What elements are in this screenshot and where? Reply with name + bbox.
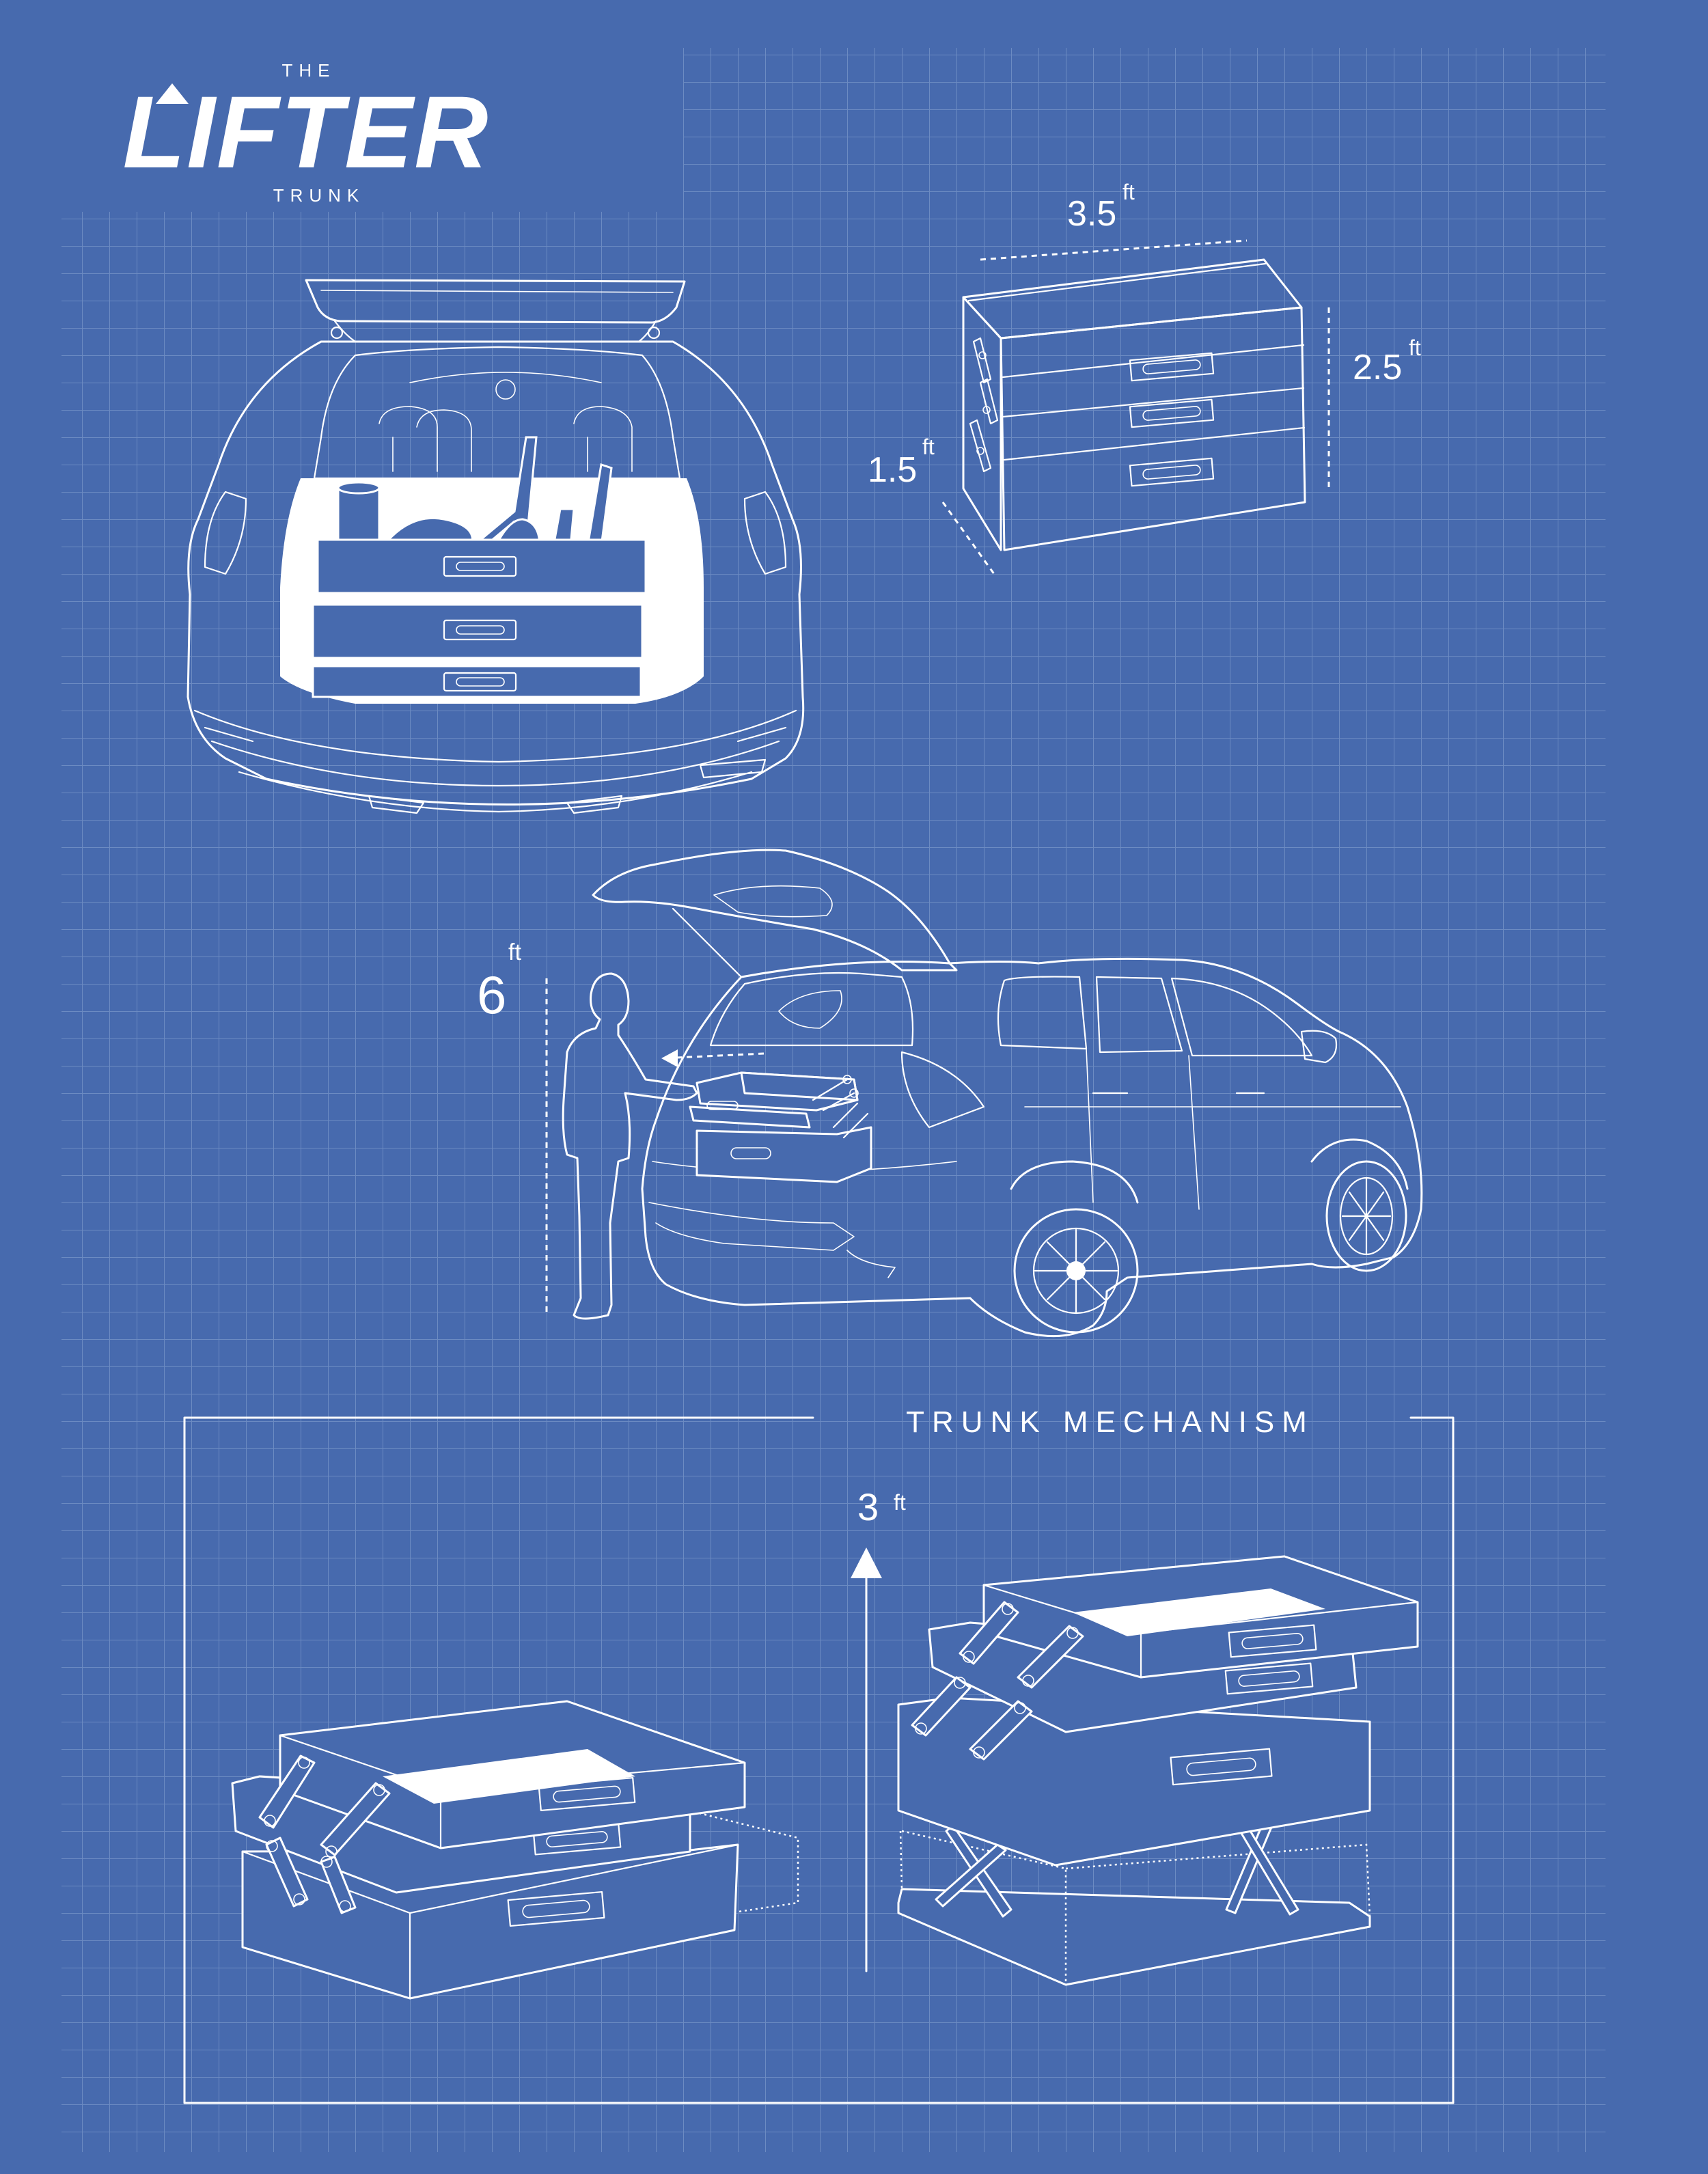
depth-value: 1.5 bbox=[868, 450, 917, 490]
pull-direction-arrow-icon bbox=[661, 1049, 678, 1067]
width-unit: ft bbox=[1122, 180, 1135, 204]
lift-arrow-icon bbox=[851, 1547, 882, 1578]
suv-rear-view-illustration bbox=[187, 279, 805, 814]
logo-top-text: THE bbox=[282, 60, 336, 81]
lift-height-value: 3 bbox=[857, 1485, 879, 1528]
lifted-mechanism-illustration: 3 ft bbox=[851, 1485, 1419, 1986]
suv-side-view-illustration: 6 ft bbox=[477, 849, 1423, 1338]
width-value: 3.5 bbox=[1067, 194, 1116, 234]
closed-mechanism-illustration bbox=[231, 1700, 799, 2000]
person-height-unit: ft bbox=[508, 939, 521, 965]
depth-unit: ft bbox=[922, 435, 935, 459]
width-dimension-line bbox=[980, 239, 1248, 261]
box-dimension-diagram: 3.5 ft 2.5 ft 1.5 ft bbox=[868, 180, 1421, 575]
section-title: TRUNK MECHANISM bbox=[906, 1405, 1314, 1439]
person-silhouette bbox=[562, 972, 698, 1320]
height-unit: ft bbox=[1409, 335, 1421, 360]
brand-logo: THE LIFTER TRUNK bbox=[123, 60, 490, 206]
trunk-mechanism-section: TRUNK MECHANISM bbox=[183, 1405, 1455, 2104]
logo-arrow-icon bbox=[156, 83, 189, 104]
lift-height-unit: ft bbox=[894, 1490, 906, 1515]
height-value: 2.5 bbox=[1353, 348, 1402, 387]
logo-main-text: LIFTER bbox=[123, 74, 490, 189]
depth-dimension-line bbox=[941, 501, 995, 575]
person-height-value: 6 bbox=[477, 965, 506, 1025]
logo-bottom-text: TRUNK bbox=[273, 185, 366, 206]
